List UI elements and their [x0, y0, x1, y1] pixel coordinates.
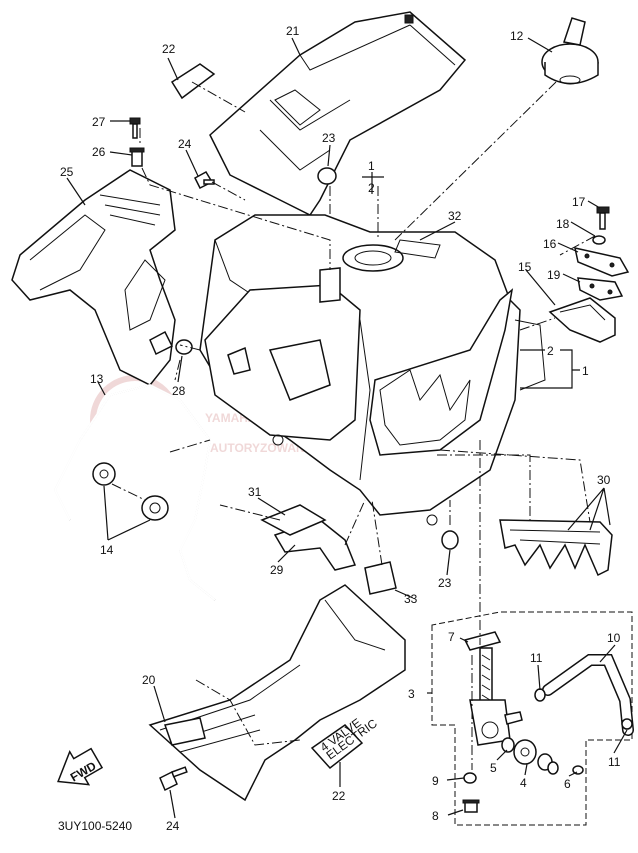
callout-2-top: 2 [368, 181, 375, 195]
collar-26 [129, 147, 145, 167]
washer-18 [592, 235, 606, 245]
callout-10: 10 [607, 631, 621, 645]
callout-1-right: 1 [582, 364, 589, 378]
callout-15: 15 [518, 260, 532, 274]
callout-24-lower: 24 [166, 819, 180, 833]
callout-22-upper: 22 [162, 42, 176, 56]
callout-16: 16 [543, 237, 557, 251]
forward-arrow-icon: FWD [57, 747, 104, 786]
callout-32: 32 [448, 209, 462, 223]
clip-11-left [534, 688, 546, 702]
gasket-7 [463, 631, 502, 651]
fuel-tank [199, 214, 546, 526]
oring-5 [501, 737, 515, 753]
callout-11-right: 11 [608, 755, 621, 769]
collar-28 [175, 339, 193, 355]
left-side-cover [11, 169, 176, 386]
diagram-code: 3UY100-5240 [58, 819, 132, 833]
knee-pad-30 [499, 519, 613, 577]
callout-28: 28 [172, 384, 186, 398]
damper-15 [548, 297, 616, 343]
callout-20: 20 [142, 673, 156, 687]
callout-5: 5 [490, 761, 497, 775]
bracket-19 [577, 277, 624, 301]
callout-6: 6 [564, 777, 571, 791]
callout-29: 29 [270, 563, 284, 577]
damper-28-side [149, 330, 174, 356]
lever-4 [513, 739, 559, 775]
grommet-23-upper [317, 167, 337, 185]
fuel-hose-10 [542, 654, 634, 736]
bracket-16 [574, 247, 630, 277]
callout-13: 13 [90, 372, 104, 386]
decal-22-lower: 4 VALVE ELECTRIC [310, 716, 380, 770]
callout-17: 17 [572, 195, 586, 209]
tank-stay-13 [53, 383, 216, 601]
callout-2-right: 2 [547, 344, 554, 358]
callout-1-top: 1 [368, 159, 375, 173]
pad-22-upper [170, 63, 216, 100]
fuel-cap [541, 17, 599, 85]
callout-30: 30 [597, 473, 611, 487]
callout-23-upper: 23 [322, 131, 336, 145]
dampers-14 [92, 462, 169, 521]
upper-tank-cover [209, 11, 467, 216]
callout-27: 27 [92, 115, 106, 129]
bolt-17 [596, 206, 610, 230]
callout-26: 26 [92, 145, 106, 159]
callout-19: 19 [547, 268, 561, 282]
routing-lines [111, 81, 596, 770]
callout-31: 31 [248, 485, 262, 499]
callout-numbers: 22 21 12 27 26 24 23 25 1 2 32 17 18 16 … [60, 24, 621, 833]
screw-6 [572, 765, 584, 775]
callout-21: 21 [286, 24, 300, 38]
callout-12: 12 [510, 29, 524, 43]
callout-7: 7 [448, 630, 455, 644]
leader-lines [66, 37, 628, 819]
callout-9: 9 [432, 774, 439, 788]
callout-8: 8 [432, 809, 439, 823]
callout-3: 3 [408, 687, 415, 701]
callout-14: 14 [100, 543, 114, 557]
screw-8 [462, 799, 480, 813]
bolt-24-lower [159, 766, 188, 792]
bolt-27 [129, 117, 141, 139]
lower-side-cover [148, 584, 406, 802]
washer-9 [463, 772, 477, 784]
callout-24-upper: 24 [178, 137, 192, 151]
pad-31 [260, 504, 327, 536]
fuel-cock [469, 647, 523, 746]
grommet-23-lower [441, 530, 459, 550]
callout-22-lower: 22 [332, 789, 346, 803]
callout-11-left: 11 [530, 651, 543, 665]
callout-33: 33 [404, 592, 418, 606]
fuel-cock-box [431, 611, 633, 826]
pad-33 [364, 561, 397, 595]
callout-25: 25 [60, 165, 74, 179]
callout-4: 4 [520, 776, 527, 790]
clip-11-right [621, 718, 633, 730]
callout-23-lower: 23 [438, 576, 452, 590]
callout-18: 18 [556, 217, 570, 231]
